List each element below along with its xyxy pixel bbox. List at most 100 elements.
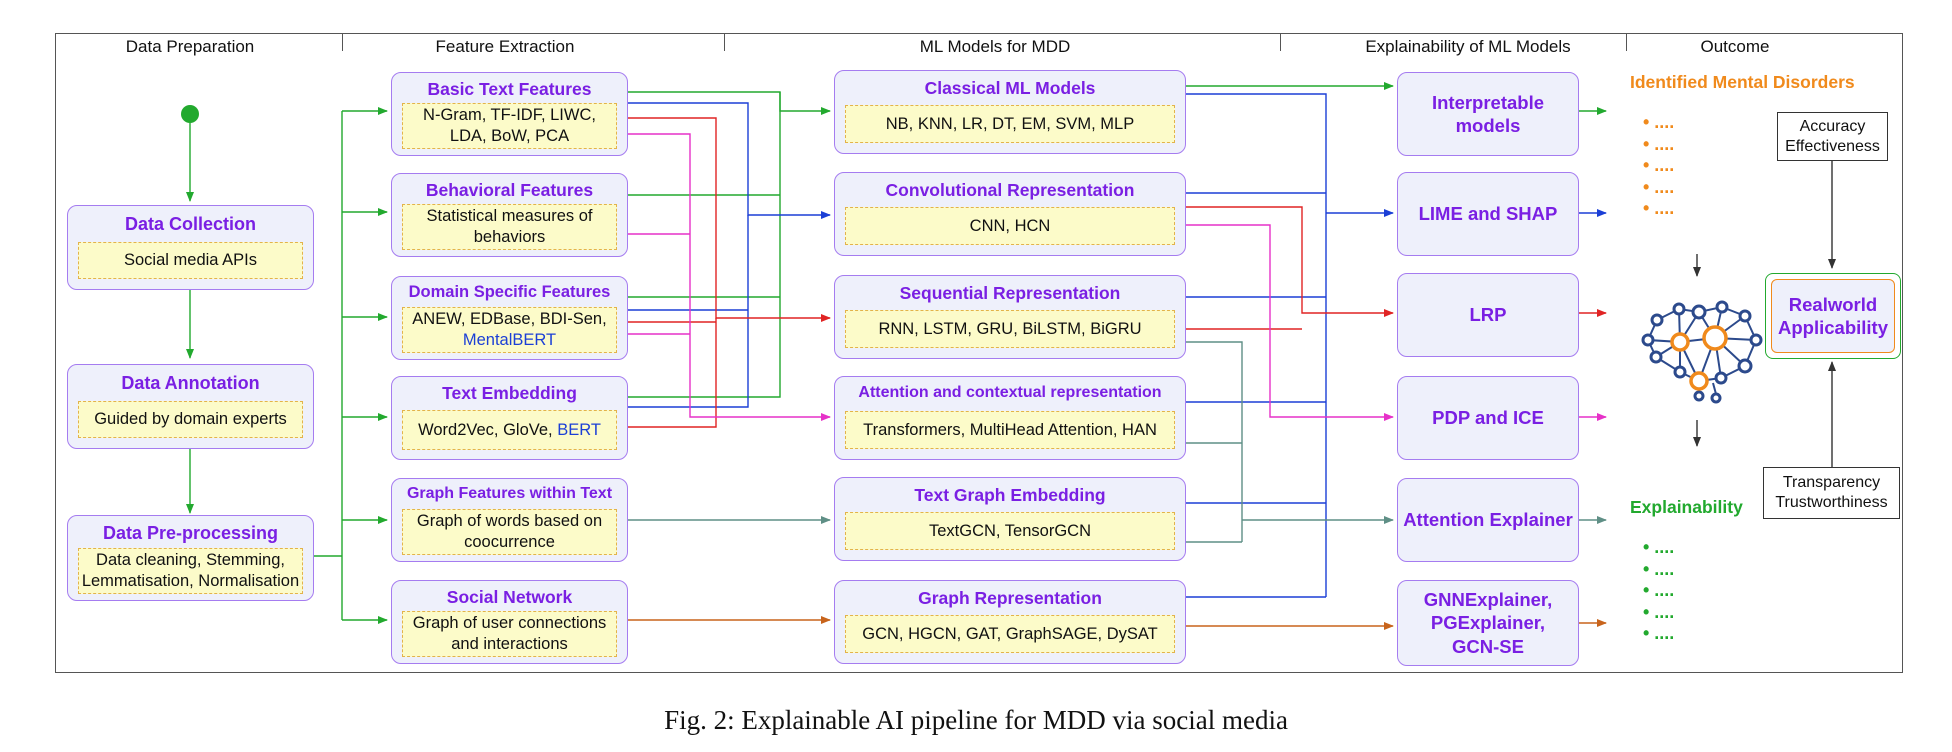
detail-line: and interactions (451, 635, 568, 653)
domain-specific-features-box: Domain Specific Features ANEW, EDBase, B… (391, 276, 628, 360)
diagram-frame (55, 33, 1903, 673)
gnnexplainer-box: GNNExplainer, PGExplainer, GCN-SE (1397, 580, 1579, 666)
box-detail: Data cleaning, Stemming, Lemmatisation, … (78, 548, 303, 594)
box-title: models (1455, 115, 1521, 136)
box-title: Graph Representation (918, 588, 1102, 608)
box-title: LIME and SHAP (1418, 203, 1558, 225)
box-detail: TextGCN, TensorGCN (845, 512, 1175, 550)
box-text: Transparency (1782, 474, 1881, 491)
box-text: Realworld (1788, 293, 1878, 315)
box-detail: CNN, HCN (845, 207, 1175, 245)
box-detail: N-Gram, TF-IDF, LIWC, LDA, BoW, PCA (402, 103, 617, 149)
detail-line: LDA, BoW, PCA (449, 127, 570, 145)
detail-line: coocurrence (464, 533, 555, 551)
box-title: Attention Explainer (1403, 509, 1573, 531)
box-title: Data Pre-processing (102, 523, 279, 543)
figure-caption: Fig. 2: Explainable AI pipeline for MDD … (664, 705, 1288, 735)
box-title: Basic Text Features (427, 79, 592, 99)
box-title: Sequential Representation (899, 283, 1121, 303)
explainability-list: • .... • .... • .... • .... • .... (1643, 537, 1675, 643)
box-detail: Graph of user connections and interactio… (402, 611, 617, 657)
box-detail: GCN, HGCN, GAT, GraphSAGE, DySAT (845, 615, 1175, 653)
accuracy-effectiveness-box: Accuracy Effectiveness (1777, 112, 1888, 161)
detail-line: Lemmatisation, Normalisation (81, 572, 300, 590)
box-title: Convolutional Representation (885, 180, 1135, 200)
graph-representation-box: Graph Representation GCN, HGCN, GAT, Gra… (834, 580, 1186, 664)
box-detail: Word2Vec, GloVe, BERT (402, 410, 617, 450)
box-text: Trustworthiness (1775, 494, 1888, 511)
sequential-representation-box: Sequential Representation RNN, LSTM, GRU… (834, 275, 1186, 359)
box-detail: Graph of words based on coocurrence (402, 509, 617, 555)
box-detail: Statistical measures of behaviors (402, 204, 617, 250)
interpretable-models-box: Interpretable models (1397, 72, 1579, 156)
pdp-and-ice-box: PDP and ICE (1397, 376, 1579, 460)
graph-features-within-text-box: Graph Features within Text Graph of word… (391, 478, 628, 562)
bert-text: BERT (557, 420, 601, 439)
column-header-outcome: Outcome (1700, 37, 1770, 56)
explainability-title: Explainability (1630, 497, 1743, 517)
text-graph-embedding-box: Text Graph Embedding TextGCN, TensorGCN (834, 477, 1186, 561)
lime-and-shap-box: LIME and SHAP (1397, 172, 1579, 256)
box-title: Domain Specific Features (408, 283, 611, 301)
box-title: PGExplainer, (1430, 612, 1546, 634)
box-title: GNNExplainer, (1423, 589, 1553, 611)
box-title: Graph Features within Text (406, 485, 613, 502)
convolutional-representation-box: Convolutional Representation CNN, HCN (834, 172, 1186, 256)
mentalbert-link-text: MentalBERT (462, 331, 557, 349)
box-detail: Guided by domain experts (78, 401, 303, 438)
behavioral-features-box: Behavioral Features Statistical measures… (391, 173, 628, 257)
column-header-explainability: Explainability of ML Models (1365, 37, 1571, 56)
identified-mental-disorders-title: Identified Mental Disorders (1630, 72, 1855, 92)
box-detail: Social media APIs (78, 242, 303, 279)
text-embedding-box: Text Embedding Word2Vec, GloVe, BERT (391, 376, 628, 460)
basic-text-features-box: Basic Text Features N-Gram, TF-IDF, LIWC… (391, 72, 628, 156)
attention-contextual-representation-box: Attention and contextual representation … (834, 376, 1186, 460)
box-title: Behavioral Features (425, 180, 594, 200)
data-preprocessing-box: Data Pre-processing Data cleaning, Stemm… (67, 515, 314, 601)
detail-line: Word2Vec, GloVe, (418, 420, 558, 439)
social-network-box: Social Network Graph of user connections… (391, 580, 628, 664)
box-text: Applicability (1778, 317, 1888, 338)
data-collection-box: Data Collection Social media APIs (67, 205, 314, 290)
realworld-applicability-outer: Realworld Applicability (1765, 273, 1901, 359)
box-title: PDP and ICE (1432, 407, 1544, 429)
box-title: Data Annotation (121, 373, 260, 393)
detail-line: Graph of user connections (412, 614, 607, 633)
identified-disorders-list: • .... • .... • .... • .... • .... (1643, 112, 1675, 218)
column-header-feature-extraction: Feature Extraction (435, 37, 575, 56)
box-title: GCN-SE (1452, 635, 1524, 657)
box-title: Classical ML Models (924, 78, 1096, 98)
column-divider (342, 33, 343, 51)
column-header-ml-models: ML Models for MDD (919, 37, 1071, 56)
box-detail: ANEW, EDBase, BDI-Sen, MentalBERT (402, 307, 617, 353)
box-title: LRP (1469, 304, 1507, 326)
box-title: Attention and contextual representation (858, 384, 1162, 401)
detail-line: N-Gram, TF-IDF, LIWC, (423, 106, 596, 125)
box-text: Effectiveness (1785, 137, 1880, 155)
column-header-data-preparation: Data Preparation (125, 37, 255, 56)
column-divider (1280, 33, 1281, 51)
data-annotation-box: Data Annotation Guided by domain experts (67, 364, 314, 449)
box-detail: Transformers, MultiHead Attention, HAN (845, 411, 1175, 449)
realworld-applicability-box: Realworld Applicability (1771, 279, 1895, 353)
box-title: Social Network (446, 587, 573, 607)
box-title: Text Embedding (442, 383, 577, 403)
detail-line: Graph of words based on (416, 512, 603, 531)
classical-ml-models-box: Classical ML Models NB, KNN, LR, DT, EM,… (834, 70, 1186, 154)
transparency-trustworthiness-box: Transparency Trustworthiness (1763, 467, 1900, 519)
start-node-icon (181, 105, 199, 123)
detail-line: Data cleaning, Stemming, (96, 551, 285, 570)
detail-line: behaviors (473, 228, 546, 246)
lrp-box: LRP (1397, 273, 1579, 357)
box-text: Accuracy (1799, 117, 1866, 135)
box-detail: RNN, LSTM, GRU, BiLSTM, BiGRU (845, 310, 1175, 348)
neural-network-icon (1641, 300, 1763, 404)
column-divider (724, 33, 725, 51)
detail-line: ANEW, EDBase, BDI-Sen, (412, 310, 607, 329)
box-detail: NB, KNN, LR, DT, EM, SVM, MLP (845, 105, 1175, 143)
attention-explainer-box: Attention Explainer (1397, 478, 1579, 562)
box-title: Data Collection (124, 214, 257, 234)
column-divider (1626, 33, 1627, 51)
box-title: Text Graph Embedding (914, 485, 1106, 505)
